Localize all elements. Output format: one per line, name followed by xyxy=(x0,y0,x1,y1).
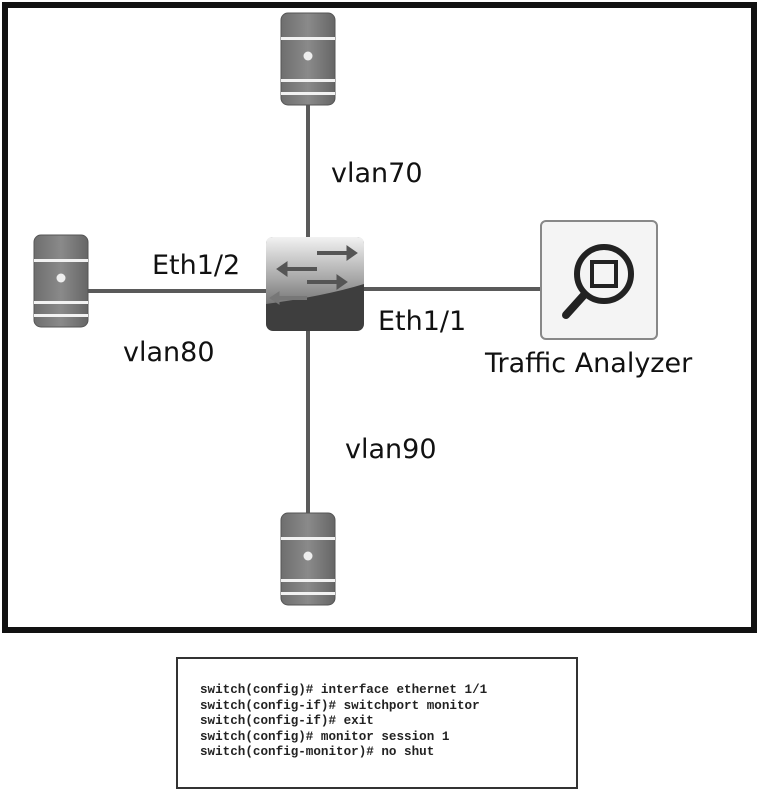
traffic-analyzer-icon xyxy=(540,220,658,340)
vlan90-label: vlan90 xyxy=(345,434,437,465)
traffic-analyzer-label: Traffic Analyzer xyxy=(485,348,693,379)
cli-config-box: switch(config)# interface ethernet 1/1 s… xyxy=(176,657,578,789)
link-top-server xyxy=(306,100,310,240)
server-top-icon xyxy=(280,12,336,106)
cli-line: switch(config)# interface ethernet 1/1 xyxy=(200,683,488,697)
eth1-1-label: Eth1/1 xyxy=(378,306,467,337)
cli-line: switch(config-if)# switchport monitor xyxy=(200,698,480,713)
cli-line: switch(config)# monitor session 1 xyxy=(200,729,450,744)
server-bottom-icon xyxy=(280,512,336,606)
cli-line: switch(config-if)# exit xyxy=(200,714,374,728)
vlan70-label: vlan70 xyxy=(331,158,423,189)
link-bottom-server xyxy=(306,330,310,515)
eth1-2-label: Eth1/2 xyxy=(152,250,241,281)
server-left-icon xyxy=(33,234,89,328)
switch-icon xyxy=(266,237,364,331)
vlan80-label: vlan80 xyxy=(123,337,215,368)
link-left-server xyxy=(88,289,268,293)
link-analyzer xyxy=(362,287,542,291)
cli-line: switch(config-monitor)# no shut xyxy=(200,745,435,759)
